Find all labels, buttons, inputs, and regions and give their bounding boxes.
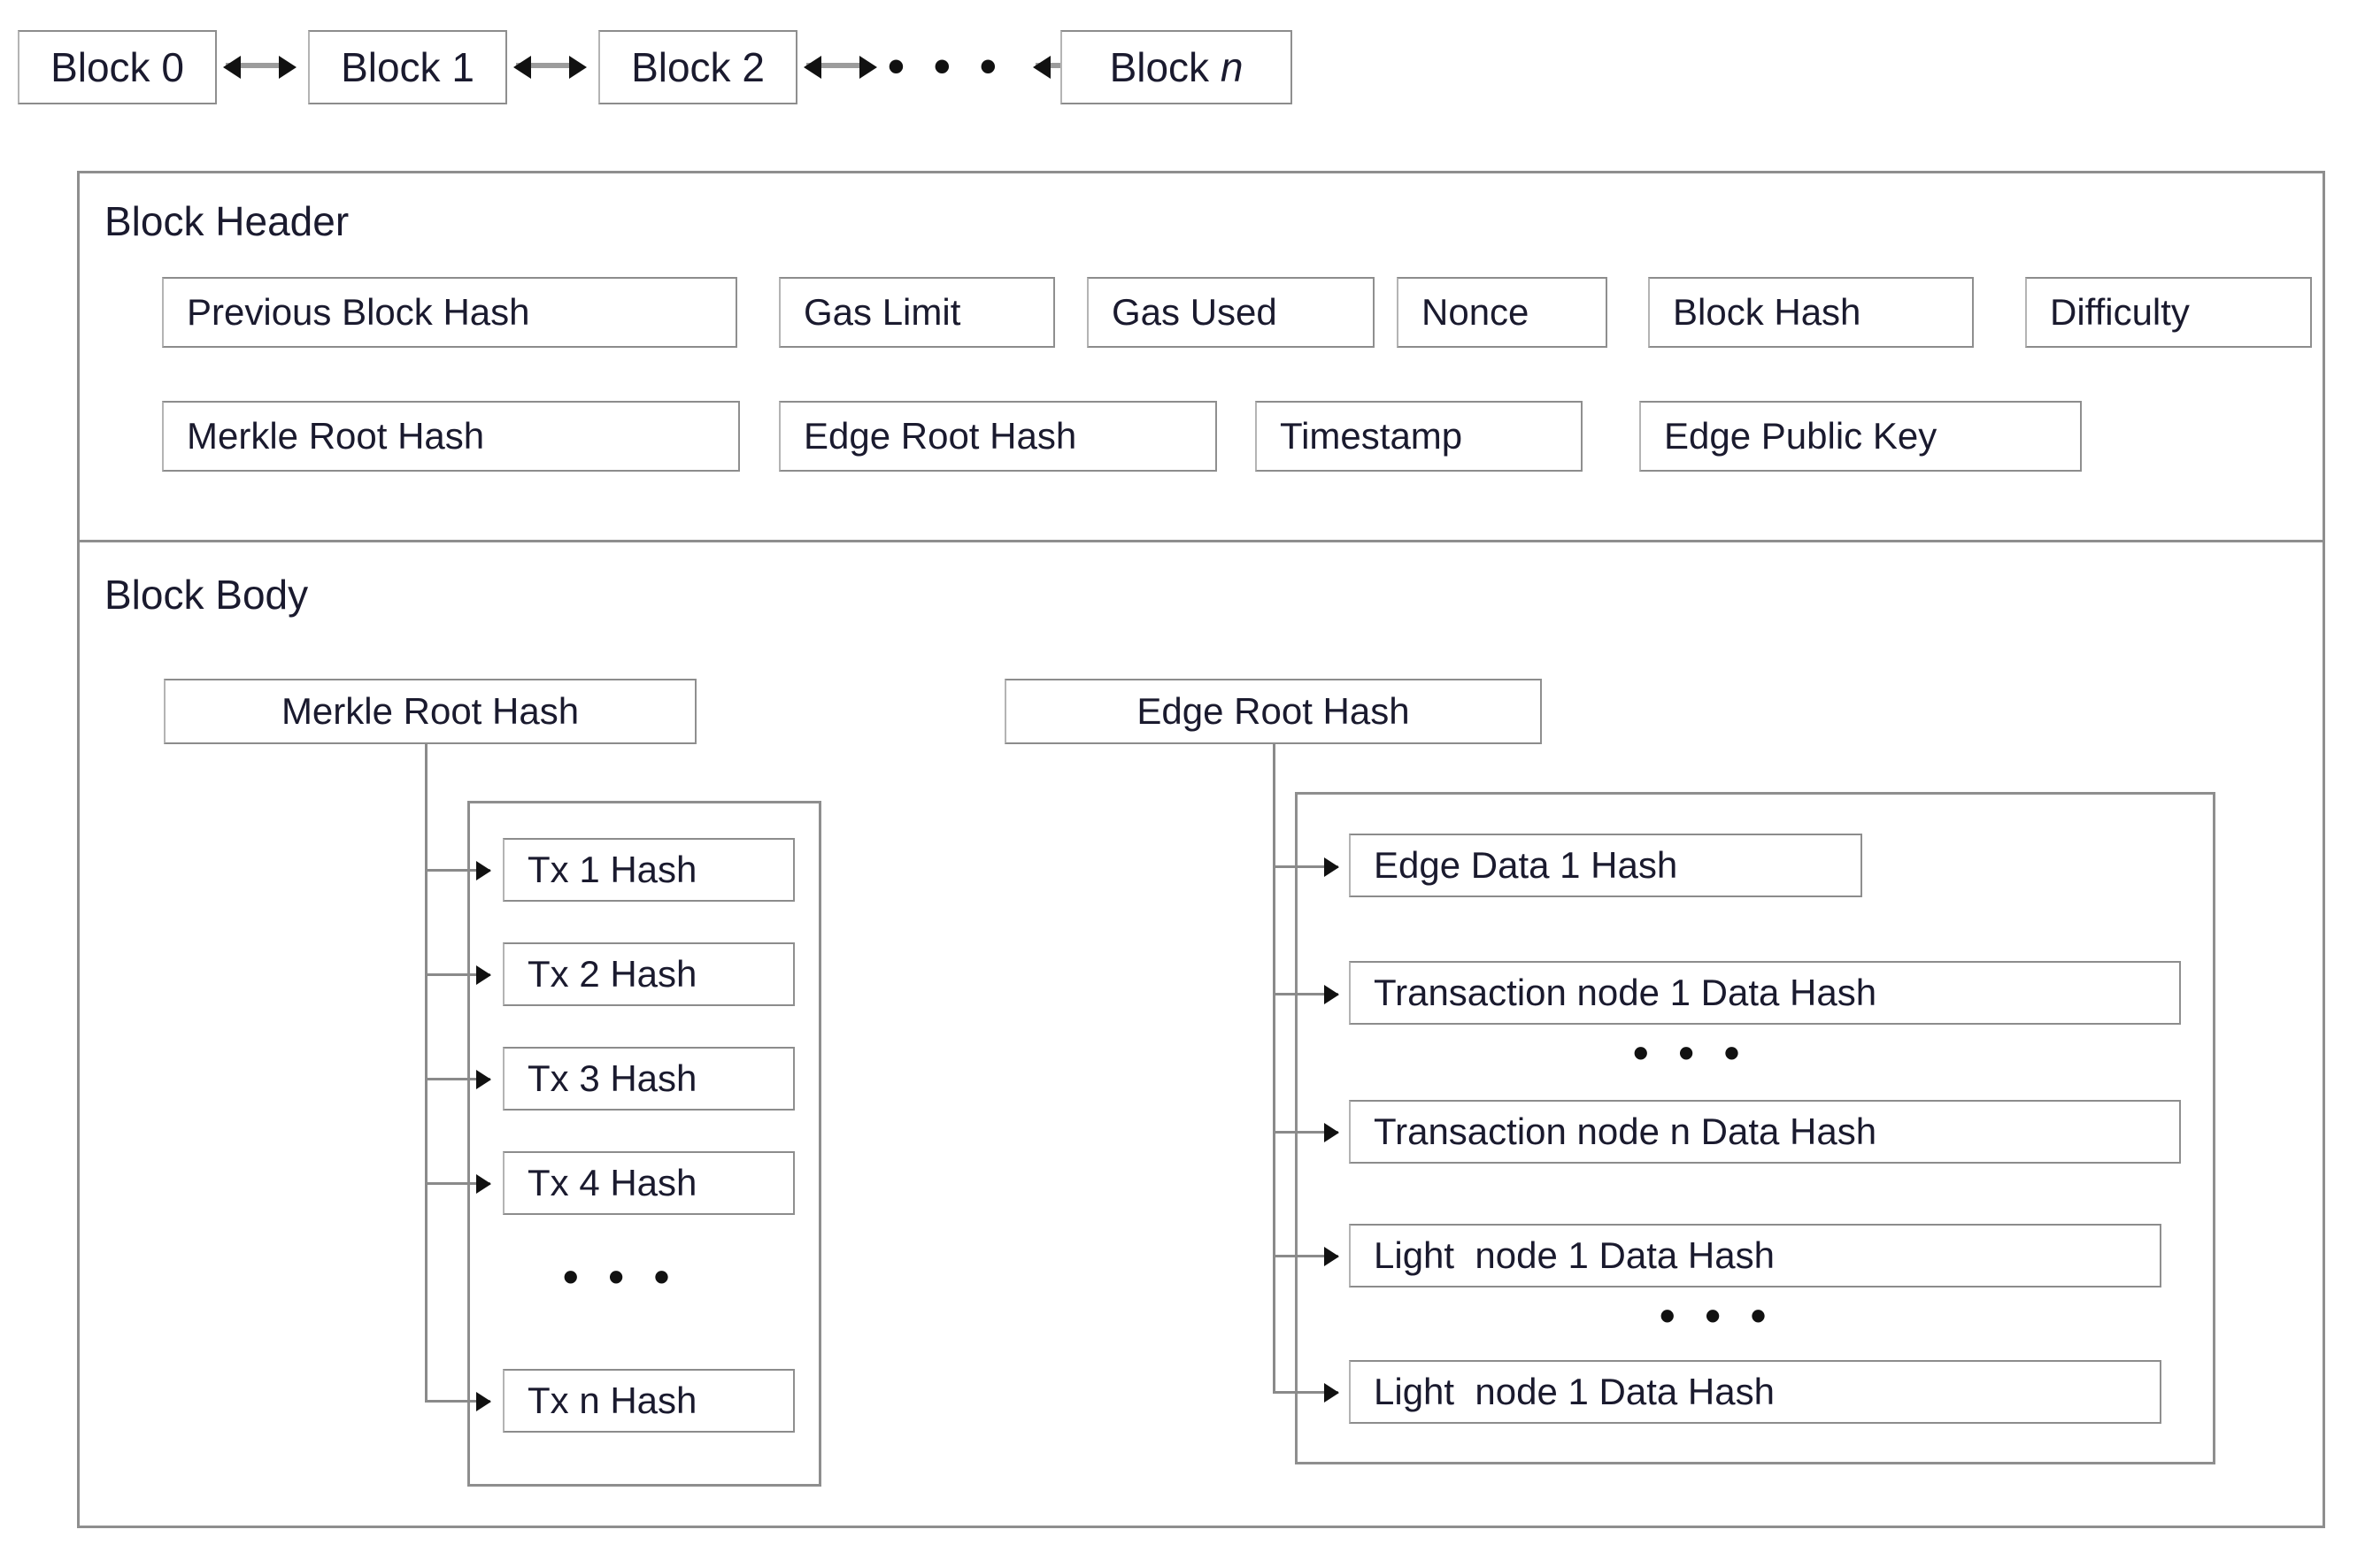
- edge-branch-line-5: [1273, 1391, 1338, 1394]
- merkle-branch-arrow-2: [476, 965, 491, 985]
- chain-arrow-right-2: [859, 56, 877, 79]
- merkle-root-hash-label: Merkle Root Hash: [281, 690, 580, 732]
- edge-leaf-transaction-node-n: Transaction node n Data Hash: [1349, 1100, 2181, 1164]
- edge-root-hash-box: Edge Root Hash: [1005, 679, 1542, 744]
- merkle-leaf-tx-4: Tx 4 Hash: [503, 1151, 795, 1215]
- merkle-leaf-tx-3-label: Tx 3 Hash: [528, 1057, 697, 1099]
- edge-leaf-transaction-node-1-label: Transaction node 1 Data Hash: [1374, 972, 1877, 1013]
- chain-block-1: Block 1: [308, 30, 507, 104]
- merkle-branch-line-4: [425, 1182, 490, 1185]
- header-field-difficulty: Difficulty: [2025, 277, 2312, 348]
- merkle-leaf-tx-n: Tx n Hash: [503, 1369, 795, 1433]
- chain-block-0-label: Block 0: [50, 44, 184, 90]
- header-field-timestamp: Timestamp: [1255, 401, 1583, 472]
- header-field-nonce: Nonce: [1397, 277, 1607, 348]
- chain-arrow-left-2: [804, 56, 821, 79]
- edge-leaves-ellipsis-2: • • •: [1660, 1291, 1776, 1341]
- chain-block-2-label: Block 2: [631, 44, 765, 90]
- header-field-edge-root-hash: Edge Root Hash: [779, 401, 1217, 472]
- header-field-nonce-label: Nonce: [1421, 291, 1529, 333]
- merkle-branch-arrow-3: [476, 1070, 491, 1089]
- chain-arrow-right-0: [279, 56, 297, 79]
- chain-block-2: Block 2: [598, 30, 797, 104]
- chain-arrow-left-3: [1033, 56, 1051, 79]
- header-field-gas-used: Gas Used: [1087, 277, 1375, 348]
- edge-branch-arrow-4: [1324, 1247, 1339, 1266]
- edge-branch-arrow-5: [1324, 1383, 1339, 1403]
- edge-branch-line-2: [1273, 993, 1338, 995]
- merkle-branch-arrow-4: [476, 1174, 491, 1194]
- header-field-merkle-root-hash-label: Merkle Root Hash: [187, 415, 485, 457]
- header-field-merkle-root-hash: Merkle Root Hash: [162, 401, 740, 472]
- chain-block-n-label: Block: [1109, 44, 1221, 90]
- header-field-gas-limit-label: Gas Limit: [804, 291, 961, 333]
- edge-branch-line-4: [1273, 1255, 1338, 1257]
- edge-leaf-edge-data-1-label: Edge Data 1 Hash: [1374, 844, 1678, 886]
- edge-leaves-ellipsis-1: • • •: [1633, 1028, 1749, 1078]
- chain-connector-1-2: [516, 63, 580, 68]
- header-field-gas-used-label: Gas Used: [1112, 291, 1277, 333]
- merkle-branch-line-1: [425, 869, 490, 872]
- merkle-leaf-tx-n-label: Tx n Hash: [528, 1380, 697, 1421]
- edge-root-hash-label: Edge Root Hash: [1136, 690, 1410, 732]
- edge-leaves-frame: [1295, 792, 2215, 1464]
- edge-trunk-line: [1273, 744, 1275, 1393]
- merkle-trunk-line: [425, 744, 428, 1403]
- header-field-previous-block-hash: Previous Block Hash: [162, 277, 737, 348]
- header-field-block-hash-label: Block Hash: [1673, 291, 1861, 333]
- header-field-block-hash: Block Hash: [1648, 277, 1974, 348]
- merkle-leaf-tx-2: Tx 2 Hash: [503, 942, 795, 1006]
- chain-block-n-index: n: [1220, 44, 1244, 90]
- edge-leaf-light-node-1: Light node 1 Data Hash: [1349, 1224, 2161, 1287]
- chain-arrow-left-1: [513, 56, 531, 79]
- chain-connector-0-1: [226, 63, 289, 68]
- merkle-leaf-tx-3: Tx 3 Hash: [503, 1047, 795, 1111]
- chain-ellipsis: • • •: [888, 40, 1005, 93]
- merkle-leaf-tx-1: Tx 1 Hash: [503, 838, 795, 902]
- chain-block-1-label: Block 1: [341, 44, 474, 90]
- merkle-leaf-tx-4-label: Tx 4 Hash: [528, 1162, 697, 1203]
- edge-branch-line-3: [1273, 1131, 1338, 1134]
- merkle-branch-arrow-1: [476, 861, 491, 880]
- merkle-leaves-frame: [467, 801, 821, 1487]
- edge-branch-arrow-3: [1324, 1123, 1339, 1142]
- chain-connector-2-dots: [806, 63, 870, 68]
- edge-leaf-transaction-node-n-label: Transaction node n Data Hash: [1374, 1111, 1877, 1152]
- header-field-edge-root-hash-label: Edge Root Hash: [804, 415, 1077, 457]
- block-header-title: Block Header: [104, 198, 350, 244]
- chain-block-0: Block 0: [18, 30, 217, 104]
- edge-leaf-light-node-1-label: Light node 1 Data Hash: [1374, 1234, 1775, 1276]
- header-body-divider: [77, 540, 2325, 542]
- header-field-timestamp-label: Timestamp: [1280, 415, 1463, 457]
- header-field-difficulty-label: Difficulty: [2050, 291, 2190, 333]
- merkle-root-hash-box: Merkle Root Hash: [164, 679, 697, 744]
- merkle-leaf-tx-2-label: Tx 2 Hash: [528, 953, 697, 995]
- header-field-edge-public-key-label: Edge Public Key: [1664, 415, 1937, 457]
- merkle-leaf-tx-1-label: Tx 1 Hash: [528, 849, 697, 890]
- edge-leaf-light-node-n: Light node 1 Data Hash: [1349, 1360, 2161, 1424]
- block-structure-frame: [77, 171, 2325, 1528]
- merkle-branch-line-2: [425, 973, 490, 976]
- edge-leaf-edge-data-1: Edge Data 1 Hash: [1349, 834, 1862, 897]
- edge-leaf-light-node-n-label: Light node 1 Data Hash: [1374, 1371, 1775, 1412]
- header-field-gas-limit: Gas Limit: [779, 277, 1055, 348]
- merkle-branch-line-3: [425, 1078, 490, 1080]
- chain-arrow-left-0: [223, 56, 241, 79]
- merkle-branch-arrow-n: [476, 1392, 491, 1411]
- header-field-edge-public-key: Edge Public Key: [1639, 401, 2082, 472]
- chain-block-n: Block n: [1060, 30, 1292, 104]
- edge-leaf-transaction-node-1: Transaction node 1 Data Hash: [1349, 961, 2181, 1025]
- edge-branch-line-1: [1273, 865, 1338, 868]
- edge-branch-arrow-2: [1324, 985, 1339, 1004]
- merkle-leaves-ellipsis: • • •: [563, 1252, 679, 1302]
- header-field-previous-block-hash-label: Previous Block Hash: [187, 291, 530, 333]
- chain-arrow-right-1: [569, 56, 587, 79]
- block-body-title: Block Body: [104, 572, 309, 618]
- edge-branch-arrow-1: [1324, 857, 1339, 877]
- merkle-branch-line-n: [425, 1400, 490, 1403]
